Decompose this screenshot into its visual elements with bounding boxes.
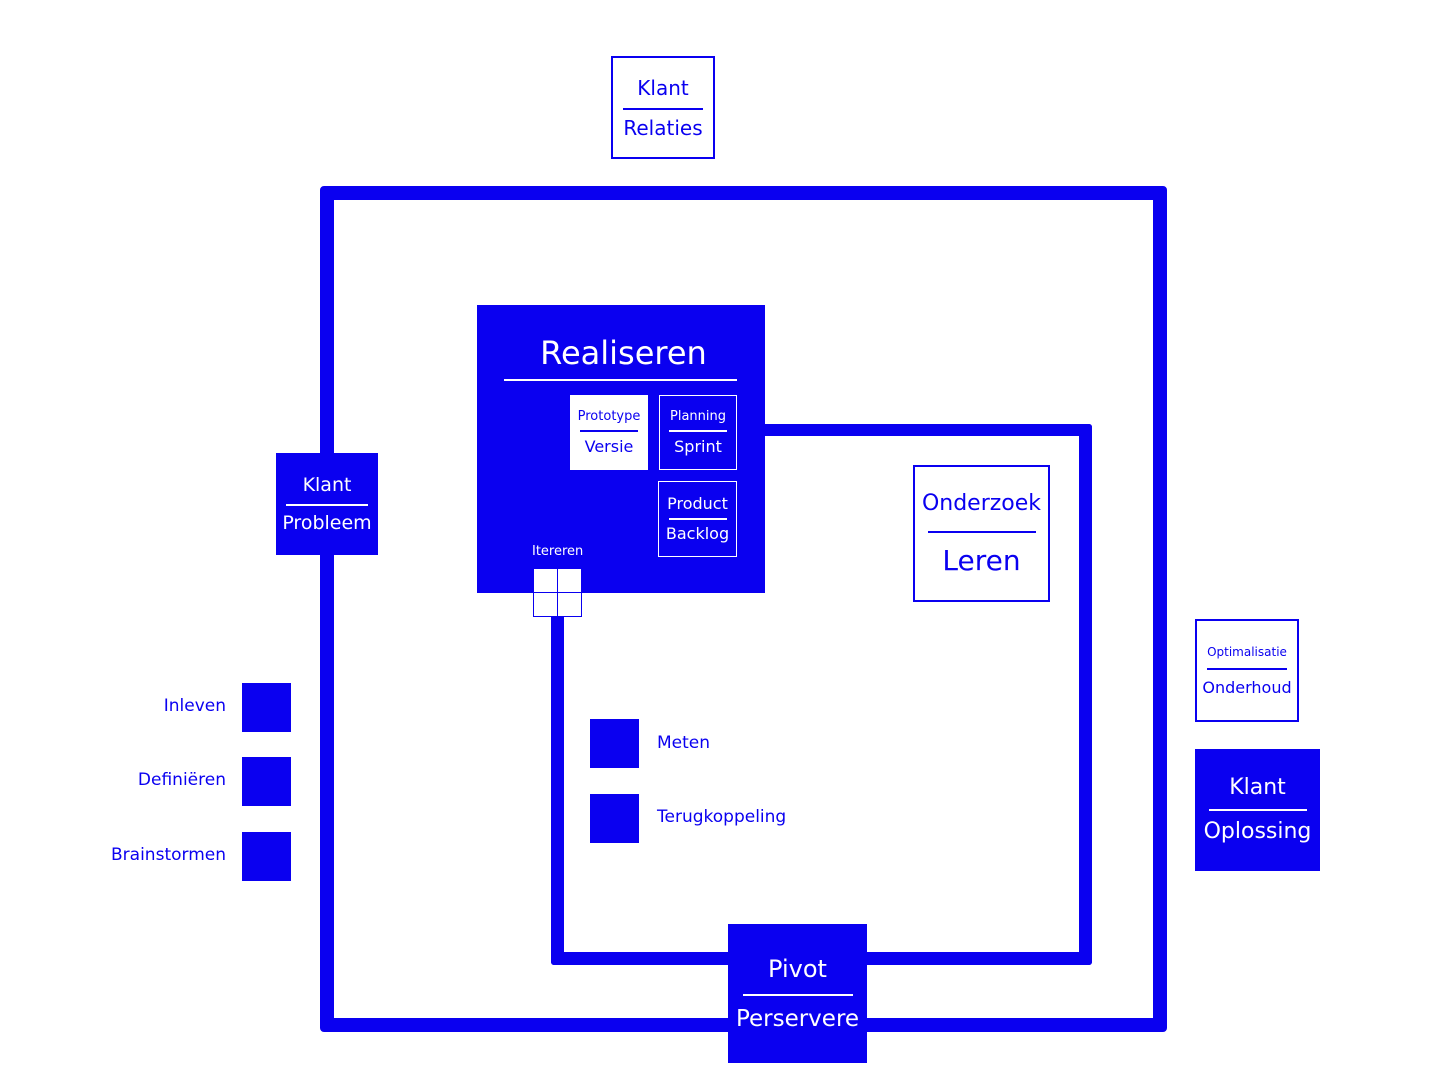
inner-loop-top xyxy=(760,424,1092,436)
planning-label: Planning xyxy=(670,409,726,424)
onderzoek-leren-box: Onderzoek Leren xyxy=(913,465,1050,602)
step-square-terugkoppeling xyxy=(590,794,639,843)
inner-loop-right xyxy=(1079,424,1092,965)
optimalisatie-onderhoud-box: Optimalisatie Onderhoud xyxy=(1195,619,1299,722)
pivot-perservere-divider xyxy=(742,993,853,996)
product-backlog-divider xyxy=(668,518,727,520)
step-label-inleven: Inleven xyxy=(163,696,226,716)
klant-relaties-bottom: Relaties xyxy=(623,115,703,140)
realiseren-title: Realiseren xyxy=(540,334,707,372)
realiseren-block: Realiseren Prototype Versie Planning Spr… xyxy=(477,305,765,593)
outer-loop-frame xyxy=(320,186,1167,1032)
klant-oplossing-box: Klant Oplossing xyxy=(1195,749,1320,871)
versie-label: Versie xyxy=(584,437,634,456)
prototype-versie-divider xyxy=(580,430,638,432)
inner-loop-left xyxy=(551,610,564,965)
onderhoud-label: Onderhoud xyxy=(1202,677,1292,697)
klant-relaties-divider xyxy=(623,107,703,110)
prototype-versie-box: Prototype Versie xyxy=(570,395,648,470)
klant-probleem-divider xyxy=(286,503,368,506)
step-square-brainstormen xyxy=(242,832,291,881)
step-square-inleven xyxy=(242,683,291,732)
perservere-label: Perservere xyxy=(735,1005,860,1032)
pivot-label: Pivot xyxy=(768,954,827,983)
leren-label: Leren xyxy=(942,543,1021,577)
onderzoek-label: Onderzoek xyxy=(921,490,1042,516)
step-label-brainstormen: Brainstormen xyxy=(111,845,226,865)
optimalisatie-onderhoud-divider xyxy=(1207,667,1287,670)
product-label: Product xyxy=(667,494,728,513)
onderzoek-leren-divider xyxy=(927,530,1036,533)
step-square-meten xyxy=(590,719,639,768)
optimalisatie-label: Optimalisatie xyxy=(1207,644,1287,659)
klant-relaties-top: Klant xyxy=(637,75,689,100)
pivot-perservere-box: Pivot Perservere xyxy=(728,924,867,1063)
klant-probleem-box: Klant Probleem xyxy=(276,453,378,555)
itereren-label: Itereren xyxy=(532,544,584,559)
klant-probleem-bottom: Probleem xyxy=(282,511,372,534)
product-backlog-box: Product Backlog xyxy=(658,481,737,557)
klant-relaties-box: Klant Relaties xyxy=(611,56,715,159)
cross-horizontal xyxy=(534,592,581,593)
step-label-meten: Meten xyxy=(657,733,711,753)
planning-sprint-divider xyxy=(669,430,727,432)
klant-oplossing-divider xyxy=(1208,809,1307,811)
step-square-definieren xyxy=(242,757,291,806)
klant-probleem-top: Klant xyxy=(302,473,352,496)
sprint-label: Sprint xyxy=(674,437,722,456)
klant-oplossing-bottom: Oplossing xyxy=(1203,819,1312,844)
itereren-cross-box xyxy=(533,568,582,617)
planning-sprint-box: Planning Sprint xyxy=(659,395,737,470)
prototype-label: Prototype xyxy=(577,409,641,424)
step-label-terugkoppeling: Terugkoppeling xyxy=(657,807,787,827)
klant-oplossing-top: Klant xyxy=(1229,775,1286,800)
step-label-definieren: Definiëren xyxy=(137,770,226,790)
realiseren-divider xyxy=(504,379,737,381)
backlog-label: Backlog xyxy=(665,524,730,543)
